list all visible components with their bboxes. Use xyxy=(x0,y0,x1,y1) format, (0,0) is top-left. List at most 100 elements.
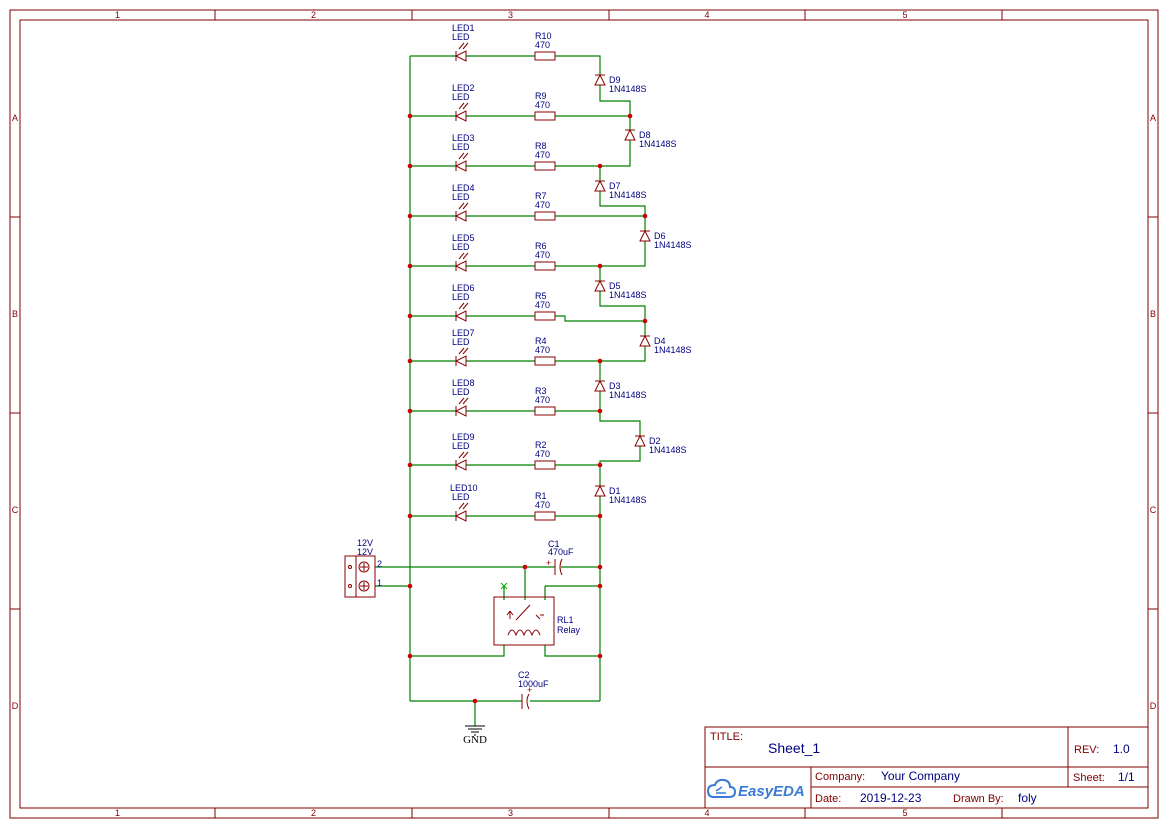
resistor-value: 470 xyxy=(535,200,550,210)
resistor-designator: R9 xyxy=(535,91,547,101)
led-emission-arrows xyxy=(458,252,469,260)
junction-dot xyxy=(407,313,413,319)
junction-dot xyxy=(597,583,603,589)
ground-symbol xyxy=(465,725,485,736)
connector-designator: 12V xyxy=(357,538,373,548)
resistor-value: 470 xyxy=(535,100,550,110)
led-emission-arrows xyxy=(458,42,469,50)
diode-symbol xyxy=(634,434,646,447)
resistor-designator: R3 xyxy=(535,386,547,396)
led-value: LED xyxy=(452,142,470,152)
junction-dot xyxy=(597,408,603,414)
diode-symbol xyxy=(594,179,606,192)
relay-switch-arm xyxy=(515,604,531,621)
led-value: LED xyxy=(452,32,470,42)
connector-value: 12V xyxy=(357,547,373,557)
rev-caption: REV: xyxy=(1074,744,1099,756)
led-emission-arrows xyxy=(458,302,469,310)
led-designator: LED5 xyxy=(452,233,475,243)
frame-column-label-top: 5 xyxy=(902,10,907,20)
junction-dot xyxy=(597,163,603,169)
wire xyxy=(600,346,646,362)
c1-designator: C1 xyxy=(548,539,560,549)
frame-row-label-right: D xyxy=(1150,701,1157,711)
drawn-by-caption: Drawn By: xyxy=(953,793,1004,805)
wire xyxy=(599,191,646,231)
resistor-value: 470 xyxy=(535,250,550,260)
c1-plus: + xyxy=(546,558,551,568)
led-designator: LED9 xyxy=(452,432,475,442)
diode-value: 1N4148S xyxy=(609,84,647,94)
diode-designator: D6 xyxy=(654,231,666,241)
diode-value: 1N4148S xyxy=(654,345,692,355)
resistor-value: 470 xyxy=(535,395,550,405)
connector-screw-2 xyxy=(358,561,370,573)
drawn-by-value: foly xyxy=(1018,791,1037,805)
led-emission-arrows xyxy=(458,397,469,405)
junction-dot xyxy=(597,513,603,519)
frame-column-label-bottom: 2 xyxy=(311,808,316,818)
junction-dot xyxy=(472,698,478,704)
date-caption: Date: xyxy=(815,793,841,805)
diode-designator: D4 xyxy=(654,336,666,346)
resistor-value: 470 xyxy=(535,500,550,510)
led-designator: LED6 xyxy=(452,283,475,293)
junction-dot xyxy=(407,113,413,119)
junction-dot xyxy=(407,213,413,219)
wire xyxy=(544,645,600,657)
connector-screw-1 xyxy=(358,580,370,592)
relay-arrow xyxy=(506,610,514,619)
resistor-designator: R5 xyxy=(535,291,547,301)
led-designator: LED4 xyxy=(452,183,475,193)
junction-dot xyxy=(642,318,648,324)
rev-value: 1.0 xyxy=(1113,742,1130,756)
led-emission-arrows xyxy=(458,451,469,459)
resistor-designator: R6 xyxy=(535,241,547,251)
frame-column-label-bottom: 3 xyxy=(508,808,513,818)
relay-contact xyxy=(535,614,544,620)
led-value: LED xyxy=(452,441,470,451)
led-designator: LED7 xyxy=(452,328,475,338)
relay-designator: RL1 xyxy=(557,615,574,625)
wire xyxy=(600,140,631,167)
led-symbol xyxy=(454,355,467,367)
resistor-value: 470 xyxy=(535,150,550,160)
led-value: LED xyxy=(452,92,470,102)
led-symbol xyxy=(454,50,467,62)
company-caption: Company: xyxy=(815,771,865,783)
c2-designator: C2 xyxy=(518,670,530,680)
relay-coil xyxy=(507,629,541,637)
diode-designator: D3 xyxy=(609,381,621,391)
junction-dot xyxy=(597,462,603,468)
resistor-value: 470 xyxy=(535,449,550,459)
diode-value: 1N4148S xyxy=(609,290,647,300)
frame-row-label-right: A xyxy=(1150,113,1156,123)
components: ++ xyxy=(344,42,651,736)
relay-body xyxy=(493,596,555,646)
connector-pin2-label: 2 xyxy=(377,559,382,569)
junction-dot xyxy=(407,653,413,659)
resistor-designator: R8 xyxy=(535,141,547,151)
wire xyxy=(555,165,601,181)
led-symbol xyxy=(454,310,467,322)
junction-dot xyxy=(407,513,413,519)
frame-column-label-top: 2 xyxy=(311,10,316,20)
led-emission-arrows xyxy=(458,102,469,110)
frame-column-label-bottom: 5 xyxy=(902,808,907,818)
connector-pin-hole xyxy=(348,565,352,569)
diode-designator: D1 xyxy=(609,486,621,496)
diode-value: 1N4148S xyxy=(639,139,677,149)
relay-value: Relay xyxy=(557,625,581,635)
frame-row-label-left: A xyxy=(12,113,18,123)
wire xyxy=(555,115,631,130)
junction-dot xyxy=(407,462,413,468)
resistor-value: 470 xyxy=(535,300,550,310)
resistor-symbol xyxy=(534,356,556,366)
wire xyxy=(555,315,645,322)
title-block: TITLE: Sheet_1 REV: 1.0 Company: Your Co… xyxy=(704,726,1149,809)
diode-value: 1N4148S xyxy=(654,240,692,250)
wire xyxy=(599,85,631,116)
led-designator: LED8 xyxy=(452,378,475,388)
